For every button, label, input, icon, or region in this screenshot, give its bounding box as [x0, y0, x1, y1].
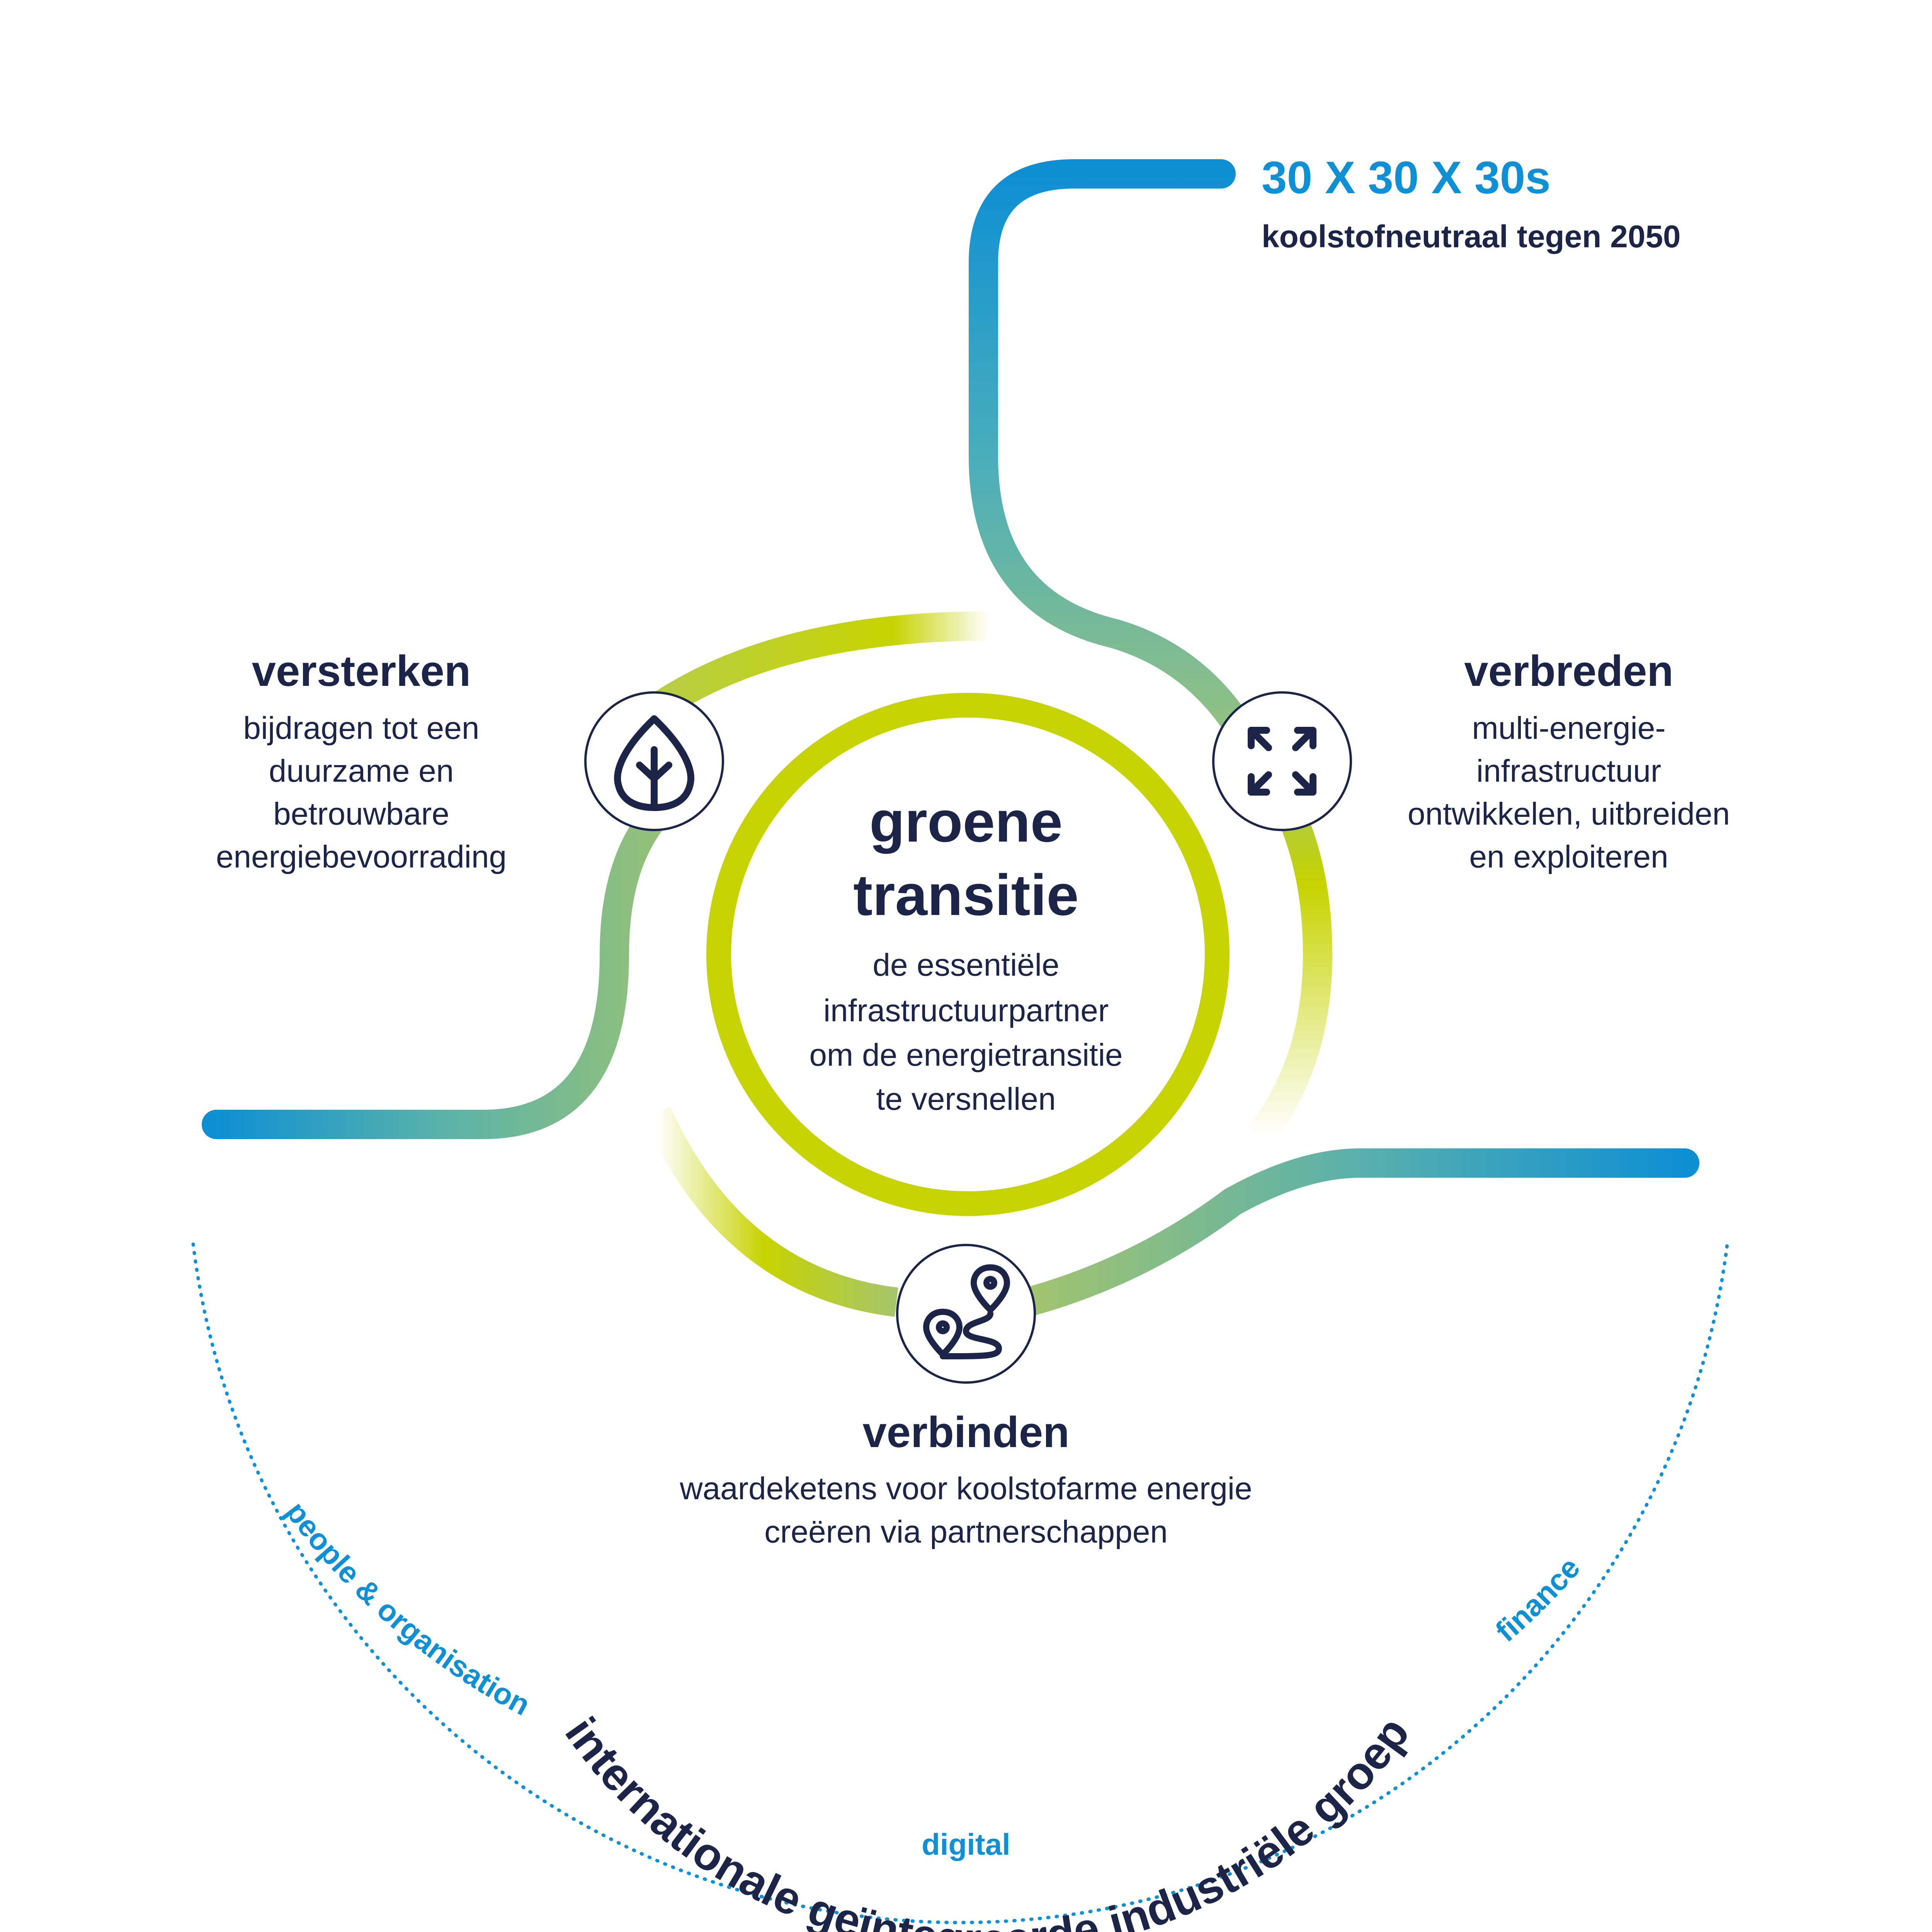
- versterken-desc-line1: bijdragen tot een: [243, 711, 480, 746]
- center-title-line2: transitie: [853, 862, 1079, 927]
- center-title-line1: groene: [869, 789, 1063, 854]
- verbreden-desc-line2: infrastructuur: [1476, 753, 1662, 789]
- center-ring: [706, 693, 1230, 1216]
- verbinden-desc-line2: creëren via partnerschappen: [764, 1514, 1168, 1549]
- goal-title: 30 X 30 X 30s: [1262, 152, 1551, 203]
- verbreden-node: [1212, 691, 1352, 831]
- versterken-desc-line2: duurzame en: [269, 753, 454, 789]
- verbreden-desc-line3: ontwikkelen, uitbreiden: [1408, 796, 1730, 832]
- verbinden-desc-line1: waardeketens voor koolstofarme energie: [679, 1471, 1252, 1506]
- foundation-finance-label: finance: [1489, 1551, 1587, 1648]
- foundation-digital-label: digital: [922, 1827, 1010, 1861]
- route-pins-icon: [923, 1264, 1010, 1359]
- route-top: [969, 159, 1267, 764]
- versterken-desc-line3: betrouwbare: [273, 796, 449, 832]
- versterken-node: [584, 691, 724, 831]
- expand-arrows-icon: [1248, 727, 1316, 796]
- verbreden-desc-line4: en exploiteren: [1469, 839, 1668, 874]
- foundation-main-label: internationale geïntegreerde industriële…: [555, 1708, 1419, 1932]
- verbreden-title: verbreden: [1464, 647, 1673, 695]
- goal-subtitle: koolstofneutraal tegen 2050: [1262, 219, 1681, 254]
- ring-segment-bottom: [643, 1107, 898, 1317]
- center-desc-line1: de essentiële: [872, 947, 1059, 983]
- versterken-desc-line4: energiebevoorrading: [216, 839, 507, 874]
- leaf-icon: [614, 715, 694, 811]
- versterken-title: versterken: [252, 647, 471, 695]
- verbinden-node: [896, 1244, 1036, 1384]
- verbreden-desc-line1: multi-energie-: [1472, 711, 1665, 746]
- verbinden-title: verbinden: [862, 1408, 1069, 1456]
- center-desc-line2: infrastructuurpartner: [823, 993, 1109, 1028]
- center-desc-line3: om de energietransitie: [809, 1037, 1122, 1073]
- route-right: [1013, 1148, 1699, 1317]
- center-desc-line4: te versnellen: [876, 1082, 1056, 1117]
